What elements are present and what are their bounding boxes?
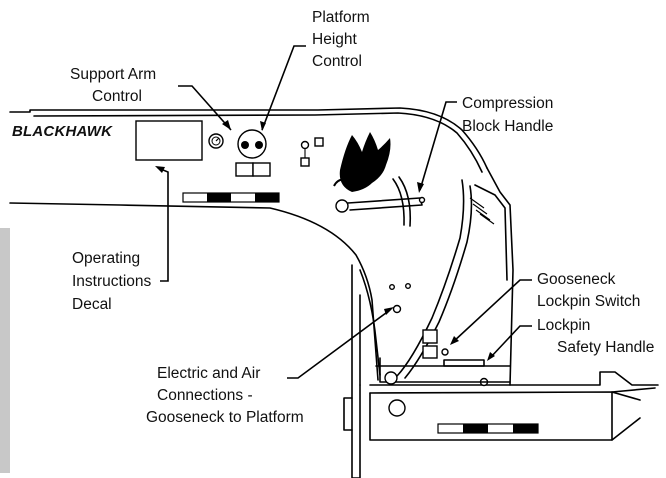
- callout-text: Electric and Air: [157, 365, 260, 382]
- callout-text: Lockpin: [537, 317, 590, 334]
- callout-compression: Compression Block Handle: [462, 95, 553, 135]
- deck-hole: [388, 399, 406, 417]
- support-arm-knob: [237, 129, 267, 159]
- connection-port: [389, 284, 396, 291]
- operating-instructions-decal: [135, 120, 203, 161]
- callout-text: Safety Handle: [557, 339, 654, 356]
- callout-operating: Operating Instructions Decal: [72, 250, 152, 313]
- callout-text: Connections -: [157, 387, 253, 404]
- callout-support-arm: Support Arm Control: [70, 66, 156, 105]
- callout-text: Lockpin Switch: [537, 293, 640, 310]
- leader-lines: [155, 45, 532, 379]
- callout-electric-air: Electric and Air Connections - Gooseneck…: [146, 365, 304, 426]
- connection-port: [392, 304, 402, 314]
- callout-text: Instructions: [72, 273, 152, 290]
- callout-text: Support Arm: [70, 66, 156, 83]
- callout-text: Operating: [72, 250, 140, 267]
- toggle-switch-icon: [300, 137, 324, 167]
- callout-text: Block Handle: [462, 118, 553, 135]
- platform-deck: [343, 264, 659, 478]
- callout-text: Height: [312, 31, 357, 48]
- lockpin-safety-handle: [443, 359, 485, 367]
- compression-block-handle: [335, 176, 426, 227]
- reflective-stripe-upper: [182, 192, 280, 203]
- lockpin-switch-box: [422, 329, 438, 344]
- callout-gooseneck-switch: Gooseneck Lockpin Switch: [537, 271, 640, 310]
- side-bar: [0, 228, 10, 473]
- callout-platform-height: Platform Height Control: [312, 9, 370, 70]
- callout-text: Platform: [312, 9, 370, 26]
- callout-text: Gooseneck: [537, 271, 616, 288]
- callout-text: Control: [312, 53, 362, 70]
- callout-text: Decal: [72, 296, 112, 313]
- callout-text: Control: [92, 88, 142, 105]
- reflective-stripe-lower: [437, 423, 539, 434]
- gooseneck-frame: [9, 107, 514, 386]
- callout-text: Gooseneck to Platform: [146, 409, 304, 426]
- gauge-icon: [208, 133, 224, 149]
- callout-text: Compression: [462, 95, 553, 112]
- brand-logo: BLACKHAWK: [12, 123, 113, 140]
- hawk-logo-icon: [333, 132, 391, 192]
- callout-lockpin-safety: Lockpin Safety Handle: [537, 317, 654, 356]
